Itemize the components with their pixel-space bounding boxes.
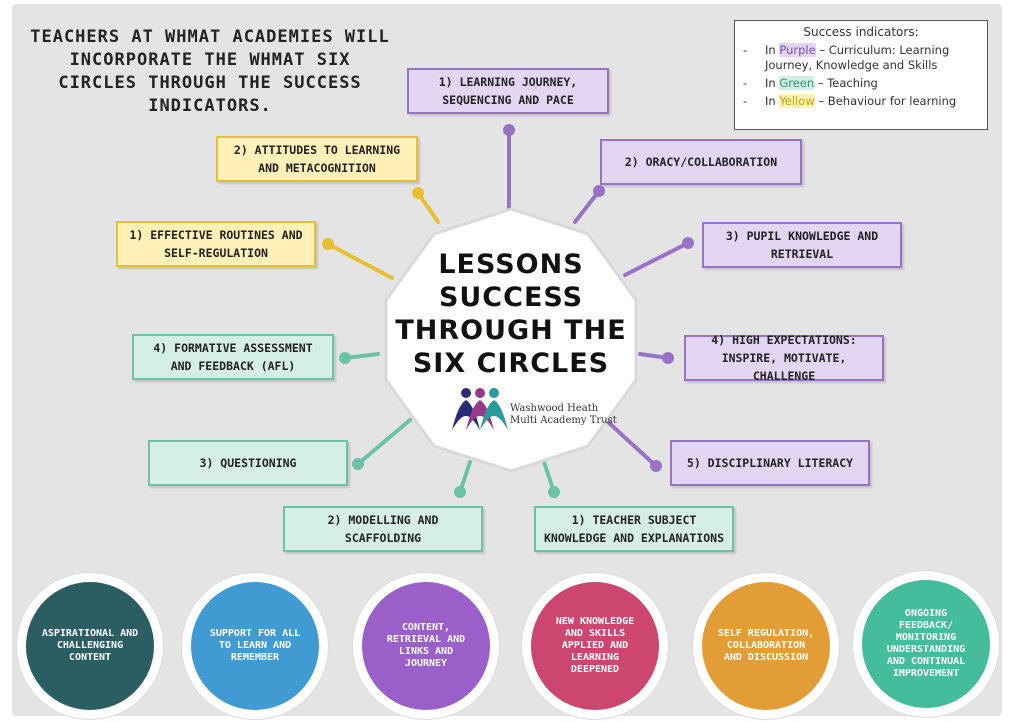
center-title-line: SIX CIRCLES — [412, 348, 610, 379]
center-title-line: THROUGH THE — [395, 315, 627, 346]
logo-line: Washwood Heath — [510, 403, 599, 414]
legend-color-word: Purple — [779, 43, 816, 57]
legend-suffix: – Teaching — [817, 76, 878, 90]
connector-questioning — [356, 418, 412, 466]
circle-aspirational: ASPIRATIONAL AND CHALLENGING CONTENT — [26, 582, 154, 710]
connector-routines — [326, 242, 394, 280]
connector-dot — [412, 187, 424, 199]
connector-dot — [352, 458, 364, 470]
center-title-line: SUCCESS — [438, 282, 584, 313]
box-formative: 4) FORMATIVE ASSESSMENT AND FEEDBACK (AF… — [132, 334, 334, 380]
circle-content-retrieval: CONTENT, RETRIEVAL AND LINKS AND JOURNEY — [362, 582, 490, 710]
logo-figures-icon — [452, 388, 508, 430]
box-questioning: 3) QUESTIONING — [148, 440, 348, 486]
connector-dot — [503, 124, 515, 136]
legend-suffix: – Curriculum: Learning Journey, Knowledg… — [765, 43, 950, 72]
logo-line: Multi Academy Trust — [510, 415, 617, 426]
connector-dot — [339, 352, 351, 364]
success-indicators-legend: Success indicators: - In Purple – Curric… — [734, 20, 988, 130]
legend-item-purple: - In Purple – Curriculum: Learning Journ… — [743, 43, 979, 73]
legend-color-word: Green — [779, 76, 815, 90]
connector-dot — [682, 237, 694, 249]
circle-ongoing-feedback: ONGOING FEEDBACK/ MONITORING UNDERSTANDI… — [862, 580, 990, 708]
circle-support: SUPPORT FOR ALL TO LEARN AND REMEMBER — [191, 582, 319, 710]
center-title: LESSONS SUCCESS THROUGH THE SIX CIRCLES — [386, 248, 636, 380]
connector-dot — [650, 460, 662, 472]
box-high-expectations: 4) HIGH EXPECTATIONS: INSPIRE, MOTIVATE,… — [684, 333, 884, 383]
circle-self-regulation: SELF REGULATION, COLLABORATION AND DISCU… — [702, 582, 830, 710]
box-pupil-knowledge: 3) PUPIL KNOWLEDGE AND RETRIEVAL — [702, 222, 902, 268]
circle-new-knowledge: NEW KNOWLEDGE AND SKILLS APPLIED AND LEA… — [531, 582, 659, 710]
center-title-line: LESSONS — [438, 249, 584, 280]
legend-dash: - — [743, 43, 748, 57]
box-learning-journey: 1) LEARNING JOURNEY, SEQUENCING AND PACE — [407, 68, 609, 114]
box-modelling: 2) MODELLING AND SCAFFOLDING — [283, 506, 483, 552]
legend-prefix: In — [765, 76, 776, 90]
box-routines: 1) EFFECTIVE ROUTINES AND SELF-REGULATIO… — [116, 221, 316, 267]
connector-disciplinary-literacy — [606, 420, 658, 468]
legend-prefix: In — [765, 43, 776, 57]
connector-dot — [662, 352, 674, 364]
center-decagon — [384, 207, 638, 473]
legend-color-word: Yellow — [779, 94, 815, 108]
legend-dash: - — [743, 76, 748, 90]
connector-dot — [454, 486, 466, 498]
connector-dot — [322, 238, 334, 250]
legend-dash: - — [743, 94, 748, 108]
connector-dot — [593, 185, 605, 197]
page-heading: TEACHERS AT WHMAT ACADEMIES WILL INCORPO… — [30, 27, 390, 116]
connector-oracy — [573, 189, 601, 224]
box-oracy: 2) ORACY/COLLABORATION — [600, 139, 802, 185]
trust-logo — [452, 388, 508, 430]
logo-text: Washwood Heath Multi Academy Trust — [510, 403, 617, 427]
connector-dot — [548, 486, 560, 498]
legend-title: Success indicators: — [803, 25, 919, 39]
legend-prefix: In — [765, 94, 776, 108]
box-disciplinary-literacy: 5) DISCIPLINARY LITERACY — [670, 440, 870, 486]
legend-item-yellow: - In Yellow – Behaviour for learning — [743, 94, 979, 109]
box-teacher-knowledge: 1) TEACHER SUBJECT KNOWLEDGE AND EXPLANA… — [534, 506, 734, 552]
connector-pupil-knowledge — [623, 241, 690, 277]
legend-item-green: - In Green – Teaching — [743, 76, 979, 91]
box-attitudes: 2) ATTITUDES TO LEARNING AND METACOGNITI… — [216, 136, 418, 182]
legend-suffix: – Behaviour for learning — [818, 94, 957, 108]
